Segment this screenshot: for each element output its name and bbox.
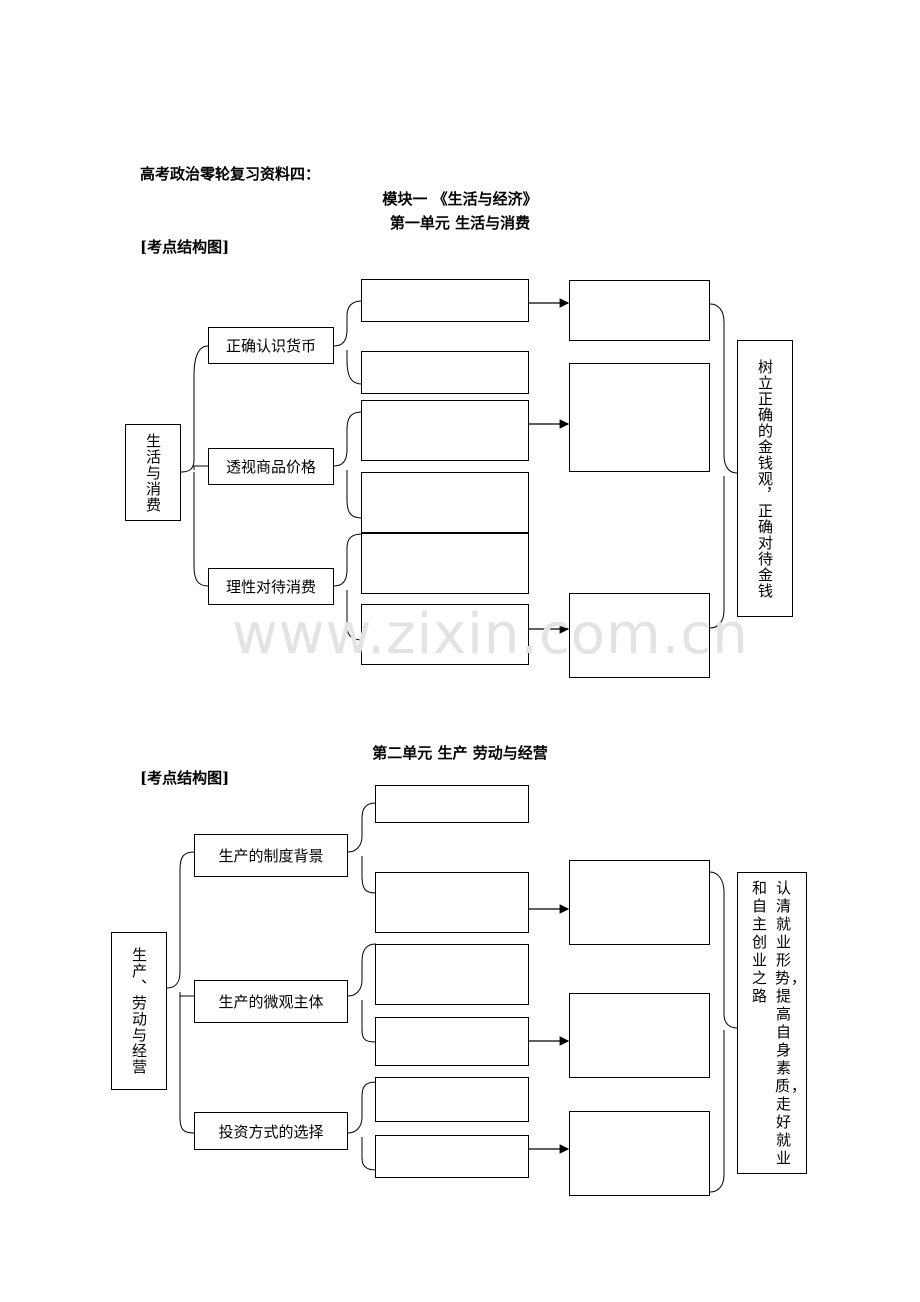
unit2-conclusion-col1: 认清就业形势，提高自身素质，走好就业 — [775, 879, 808, 1167]
blank-box[interactable] — [569, 993, 710, 1078]
unit1-topic-money: 正确认识货币 — [208, 327, 334, 364]
unit2-conclusion-node: 认清就业形势，提高自身素质，走好就业 和自主创业之路 — [737, 872, 807, 1174]
watermark: www.zixin.com.cn — [232, 602, 749, 667]
unit1-topic-label: 正确认识货币 — [225, 337, 316, 355]
blank-box[interactable] — [569, 860, 710, 945]
blank-box[interactable] — [361, 604, 529, 665]
unit1-topic-label: 透视商品价格 — [225, 458, 316, 476]
blank-box[interactable] — [375, 872, 529, 933]
unit2-topic-label: 投资方式的选择 — [218, 1122, 324, 1141]
unit2-topic-investment: 投资方式的选择 — [194, 1112, 348, 1150]
unit1-section-label: [考点结构图] — [140, 238, 230, 256]
unit1-conclusion-label: 树立正确的金钱观，正确对待金钱 — [756, 358, 774, 599]
unit1-root-label: 生活与消费 — [144, 432, 162, 513]
blank-box[interactable] — [569, 280, 710, 341]
blank-box[interactable] — [569, 1111, 710, 1196]
unit2-topic-institution: 生产的制度背景 — [194, 834, 348, 877]
module-title: 模块一 《生活与经济》 — [382, 190, 538, 208]
blank-box[interactable] — [569, 363, 710, 472]
blank-box[interactable] — [361, 351, 529, 394]
blank-box[interactable] — [361, 533, 529, 594]
unit1-title: 第一单元 生活与消费 — [389, 214, 531, 232]
blank-box[interactable] — [361, 279, 529, 322]
unit2-topic-label: 生产的制度背景 — [218, 847, 324, 865]
blank-box[interactable] — [361, 472, 529, 533]
unit1-topic-label: 理性对待消费 — [225, 578, 316, 596]
unit1-topic-consumption: 理性对待消费 — [208, 568, 334, 605]
unit2-topic-micro-subject: 生产的微观主体 — [194, 980, 348, 1023]
blank-box[interactable] — [375, 1077, 529, 1122]
unit2-topic-label: 生产的微观主体 — [218, 993, 324, 1011]
unit2-section-label: [考点结构图] — [140, 769, 230, 787]
blank-box[interactable] — [361, 400, 529, 461]
document-header: 高考政治零轮复习资料四： — [140, 165, 321, 183]
blank-box[interactable] — [375, 1017, 529, 1066]
unit2-root-label: 生产、劳动与经营 — [130, 947, 148, 1075]
unit1-topic-price: 透视商品价格 — [208, 448, 334, 485]
blank-box[interactable] — [375, 944, 529, 1005]
unit2-conclusion-col2: 和自主创业之路 — [751, 879, 768, 1005]
unit2-title: 第二单元 生产 劳动与经营 — [372, 744, 548, 762]
unit1-root-node: 生活与消费 — [125, 424, 181, 521]
blank-box[interactable] — [569, 593, 710, 678]
unit2-root-node: 生产、劳动与经营 — [111, 932, 167, 1090]
unit1-conclusion-node: 树立正确的金钱观，正确对待金钱 — [737, 340, 793, 617]
blank-box[interactable] — [375, 1135, 529, 1178]
blank-box[interactable] — [375, 785, 529, 823]
